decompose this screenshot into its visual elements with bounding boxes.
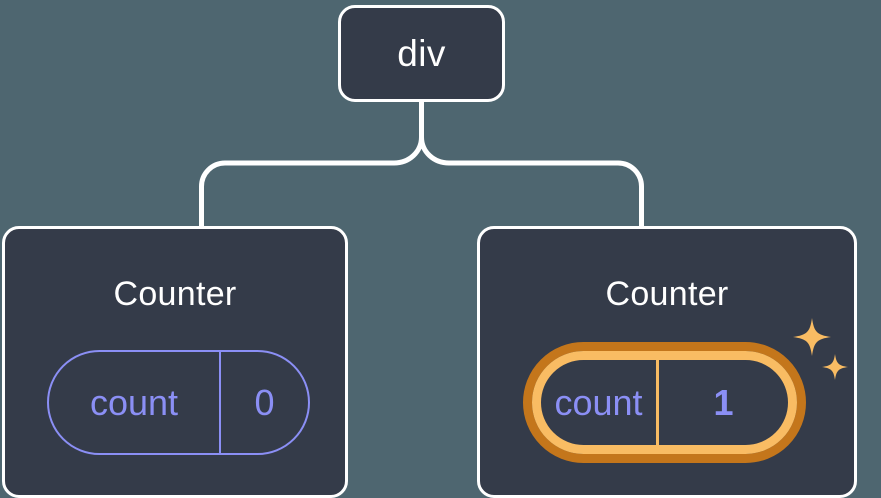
state-key-label: count xyxy=(541,360,659,445)
state-pill-highlight-ring: count 1 xyxy=(523,342,806,463)
node-title: Counter xyxy=(113,275,237,313)
state-pill-count-left[interactable]: count 0 xyxy=(47,350,310,455)
connector-to-left-child xyxy=(199,97,424,232)
state-value-label: 1 xyxy=(713,381,734,423)
sparkle-icon xyxy=(822,354,848,380)
sparkle-group xyxy=(793,318,848,380)
node-counter-right[interactable]: Counter count 1 xyxy=(477,226,857,498)
sparkle-icon xyxy=(793,318,831,356)
state-pill-count-right[interactable]: count 1 xyxy=(523,342,806,463)
connector-to-right-child xyxy=(419,97,644,232)
state-key-label: count xyxy=(49,352,221,453)
node-counter-left[interactable]: Counter count 0 xyxy=(2,226,348,498)
node-div-label: div xyxy=(397,32,446,74)
node-div[interactable]: div xyxy=(338,5,505,102)
state-value-label: 0 xyxy=(254,381,275,423)
node-title: Counter xyxy=(605,275,729,313)
